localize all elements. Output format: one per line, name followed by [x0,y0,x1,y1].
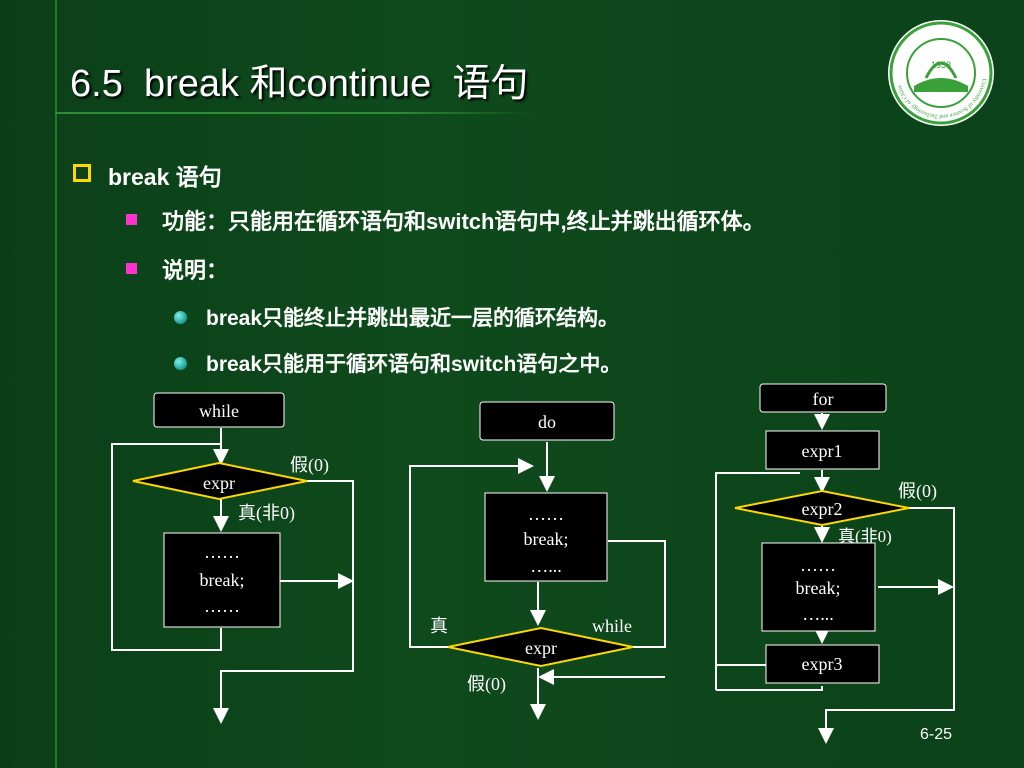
page-number: 6-25 [920,726,953,743]
for-init-box [765,430,880,470]
for-true-label: 真(非0) [838,527,892,546]
bullet-dot-icon [174,311,187,324]
while-body-line: break; [200,570,245,590]
university-logo: 1958 University of Science and Technolog… [888,20,994,126]
for-body-box [761,542,876,632]
do-header-box [479,401,615,441]
for-step-label: expr3 [802,654,843,674]
do-false-label: 假(0) [467,674,506,695]
while-condition-label: expr [203,473,235,493]
while-condition-diamond [132,461,308,501]
for-body-line: break; [796,578,841,598]
bullet-square-icon [73,164,91,182]
while-false-label: 假(0) [290,455,329,476]
do-while-label: while [592,616,632,636]
bullet-function: 功能：只能用在循环语句和switch语句中,终止并跳出循环体。 [162,209,765,234]
left-accent-line [55,0,57,768]
bullet-explanation: 说明： [162,258,229,283]
slide-title: 6.5 break 和continue 语句 [70,63,529,105]
logo-year: 1958 [931,60,951,70]
do-condition-diamond [447,626,634,668]
do-body-line: …… [528,504,564,524]
for-step-box [765,644,880,684]
for-header-box [759,383,887,413]
bullet-square-icon [126,263,137,274]
do-body-box [484,492,608,582]
for-header-label: for [813,389,834,409]
for-false-label: 假(0) [898,481,937,502]
title-underline [55,112,535,114]
while-body-box [163,532,281,628]
while-header-box [153,392,285,428]
bullet-dot-icon [174,357,187,370]
bullet-nearest-loop: break只能终止并跳出最近一层的循环结构。 [206,307,620,330]
while-header-label: while [199,401,239,421]
for-init-label: expr1 [802,441,843,461]
for-body-line: …… [800,555,836,575]
for-body-line: …... [802,604,834,624]
for-condition-diamond [734,489,910,527]
bullet-usage-scope: break只能用于循环语句和switch语句之中。 [206,353,622,376]
do-header-label: do [538,412,556,432]
while-body-line: …… [204,542,240,562]
while-body-line: …… [204,596,240,616]
do-true-label: 真 [430,616,448,636]
while-true-label: 真(非0) [238,503,295,524]
for-condition-label: expr2 [802,499,843,519]
do-body-line: …... [530,556,562,576]
do-condition-label: expr [525,638,557,658]
bullet-break-statement: break 语句 [108,164,222,190]
bullet-square-icon [126,214,137,225]
do-body-line: break; [524,529,569,549]
